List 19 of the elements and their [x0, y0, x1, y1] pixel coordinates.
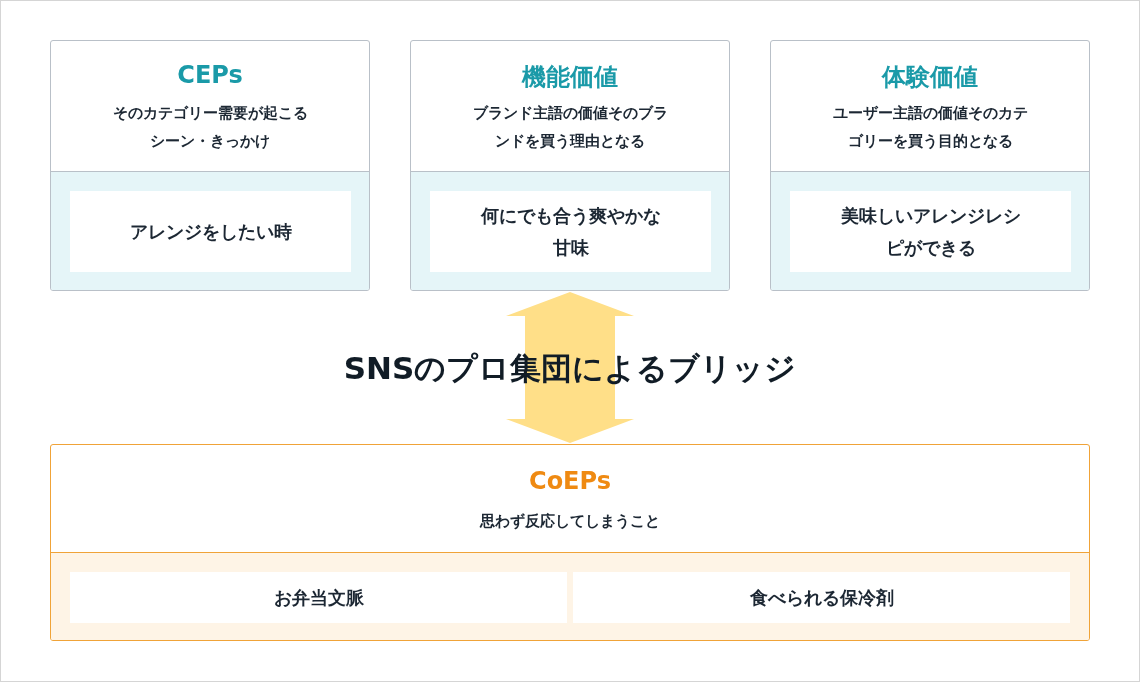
card — [50, 444, 1090, 641]
card-title: 体験価値 — [880, 62, 979, 93]
card-title: CoEPs — [528, 467, 612, 495]
text-box: アレンジをしたい時 — [70, 191, 351, 272]
double-arrow — [506, 292, 634, 443]
card-subtitle: そのカテゴリー需要が起こるシーン・きっかけ — [111, 103, 309, 152]
card-subtitle: ユーザー主語の価値そのカテゴリーを買う目的となる — [831, 103, 1029, 152]
text-box: お弁当文脈 — [70, 572, 567, 623]
text-box: 食べられる保冷剤 — [573, 572, 1070, 623]
text-box: 美味しいアレンジレシピができる — [790, 191, 1071, 272]
card-subtitle: ブランド主語の価値そのブランドを買う理由となる — [471, 103, 669, 152]
card-title: CEPs — [176, 61, 244, 89]
text-box: 何にでも合う爽やかな甘味 — [430, 191, 711, 272]
card-subtitle: 思わず反応してしまうこと — [478, 511, 661, 532]
card — [410, 40, 730, 291]
card-title: 機能価値 — [520, 62, 619, 93]
card — [50, 40, 370, 291]
edge-label: SNSのプロ集団によるブリッジ — [342, 348, 798, 388]
card — [770, 40, 1090, 291]
